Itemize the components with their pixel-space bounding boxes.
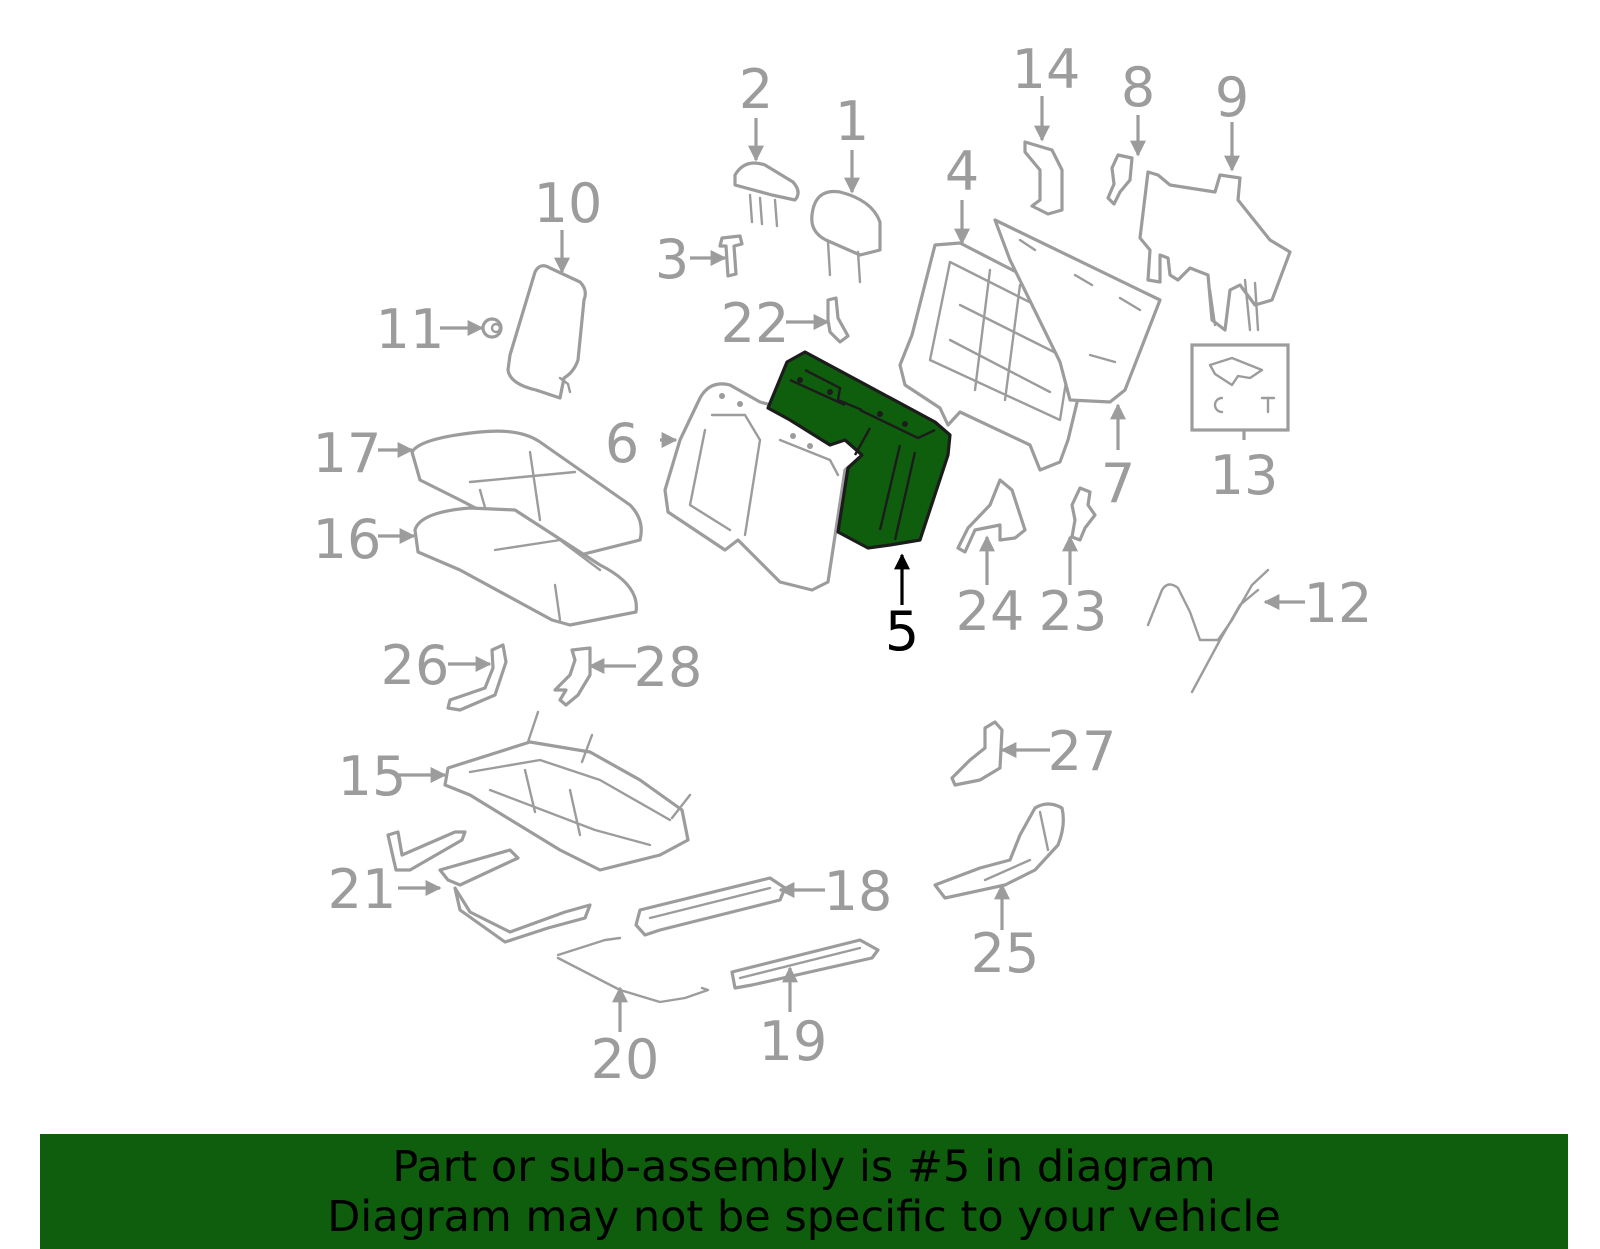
part-13-kit[interactable] bbox=[1190, 343, 1290, 432]
part-28-bracket[interactable] bbox=[553, 646, 592, 707]
part-12-wire[interactable] bbox=[1146, 568, 1270, 694]
part-5-seatback-pad[interactable] bbox=[766, 350, 952, 550]
part-10-side-cover[interactable] bbox=[506, 264, 587, 400]
callout-24: 24 bbox=[956, 580, 1025, 643]
callout-20: 20 bbox=[591, 1028, 660, 1091]
callout-1: 1 bbox=[835, 90, 869, 153]
part-23-bracket[interactable] bbox=[1070, 486, 1097, 542]
callout-19: 19 bbox=[759, 1010, 828, 1073]
callout-25: 25 bbox=[971, 922, 1040, 985]
part-18-rail[interactable] bbox=[634, 876, 787, 937]
callout-4: 4 bbox=[945, 140, 979, 203]
part-17-cushion-cover[interactable] bbox=[410, 429, 643, 557]
part-21-bracket[interactable] bbox=[386, 830, 592, 944]
part-1-headrest[interactable] bbox=[810, 189, 882, 284]
callout-15: 15 bbox=[338, 745, 407, 808]
part-16-cushion-pad[interactable] bbox=[413, 506, 638, 627]
part-27-bracket[interactable] bbox=[950, 720, 1004, 787]
callout-11: 11 bbox=[376, 298, 445, 361]
callout-8: 8 bbox=[1121, 56, 1155, 119]
callout-10: 10 bbox=[534, 172, 603, 235]
part-25-side-cover[interactable] bbox=[933, 802, 1065, 900]
callout-2: 2 bbox=[739, 58, 773, 121]
part-15-seat-frame[interactable] bbox=[443, 710, 692, 872]
callout-22: 22 bbox=[721, 292, 790, 355]
callout-17: 17 bbox=[313, 422, 382, 485]
callout-labels: 2 1 3 4 14 8 9 10 11 22 6 17 16 7 13 24 … bbox=[313, 38, 1373, 1091]
callout-13: 13 bbox=[1210, 444, 1279, 507]
callout-14: 14 bbox=[1012, 38, 1081, 101]
callout-21: 21 bbox=[328, 858, 397, 921]
part-8-latch[interactable] bbox=[1106, 153, 1134, 206]
part-11-fastener[interactable] bbox=[481, 317, 503, 339]
callout-27: 27 bbox=[1048, 720, 1117, 783]
part-2-headrest[interactable] bbox=[733, 161, 800, 228]
footer-line-1: Part or sub-assembly is #5 in diagram bbox=[392, 1142, 1216, 1192]
callout-6: 6 bbox=[605, 412, 639, 475]
parts-diagram: 2 1 3 4 14 8 9 10 11 22 6 17 16 7 13 24 … bbox=[313, 38, 1373, 1091]
callout-3: 3 bbox=[655, 228, 689, 291]
part-26-bracket[interactable] bbox=[446, 643, 508, 712]
part-7-back-panel[interactable] bbox=[993, 218, 1162, 404]
callout-5: 5 bbox=[885, 600, 919, 663]
part-9-board[interactable] bbox=[1138, 170, 1292, 332]
part-20-wire[interactable] bbox=[556, 936, 710, 1004]
part-24-bracket[interactable] bbox=[956, 478, 1027, 554]
part-3-clip[interactable] bbox=[718, 234, 744, 278]
footer-banner: Part or sub-assembly is #5 in diagram Di… bbox=[40, 1134, 1568, 1249]
callout-7: 7 bbox=[1101, 452, 1135, 515]
callout-26: 26 bbox=[381, 634, 450, 697]
callout-23: 23 bbox=[1039, 580, 1108, 643]
callout-18: 18 bbox=[824, 860, 893, 923]
footer-line-2: Diagram may not be specific to your vehi… bbox=[327, 1192, 1281, 1242]
callout-12: 12 bbox=[1304, 572, 1373, 635]
part-22-bracket[interactable] bbox=[826, 296, 850, 344]
callout-9: 9 bbox=[1215, 66, 1249, 129]
part-19-rail[interactable] bbox=[730, 938, 880, 990]
part-14-bracket[interactable] bbox=[1023, 140, 1064, 216]
callout-28: 28 bbox=[634, 636, 703, 699]
callout-arrows bbox=[378, 96, 1305, 1032]
callout-16: 16 bbox=[313, 508, 382, 571]
